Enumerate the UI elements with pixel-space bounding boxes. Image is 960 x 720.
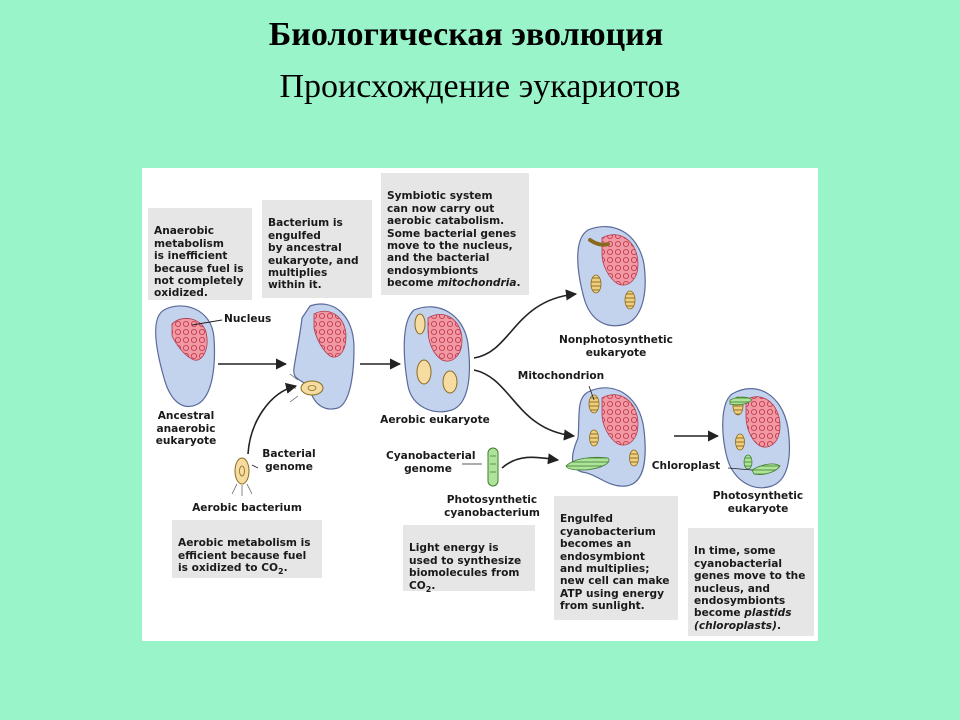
- ancestral-eukaryote-label: Ancestral anaerobic eukaryote: [155, 410, 217, 448]
- bacterial-genome-label: Bacterial genome: [262, 448, 316, 473]
- engulfing-cell: [286, 303, 355, 410]
- symbiotic-note: Symbiotic system can now carry out aerob…: [381, 173, 529, 295]
- nonphotosynthetic-cell: [577, 226, 646, 327]
- photosynthetic-eukaryote-cell: [722, 388, 791, 489]
- photosynthetic-eukaryote-label: Photosynthetic eukaryote: [712, 490, 804, 515]
- plastid-note: In time, some cyanobacterial genes move …: [688, 528, 814, 636]
- cyano-note: Engulfed cyanobacterium becomes an endos…: [554, 496, 678, 620]
- anaerobic-note: Anaerobic metabolism is inefficient beca…: [148, 208, 252, 300]
- chloroplast-label: Chloroplast: [651, 460, 721, 472]
- aerobic-bacterium-label: Aerobic bacterium: [192, 502, 302, 514]
- nucleus-label: Nucleus: [224, 313, 272, 325]
- photosynthetic-cyanobacterium-label: Photosynthetic cyanobacterium: [444, 494, 540, 519]
- evolution-diagram: [155, 226, 791, 496]
- mitochondrion-label: Mitochondrion: [517, 370, 605, 382]
- page-subtitle: Происхождение эукариотов: [279, 68, 681, 105]
- aerobic-eukaryote-cell: [403, 306, 471, 413]
- mito-eukaryote-cell: [565, 387, 646, 487]
- nonphotosynthetic-label: Nonphotosynthetic eukaryote: [559, 334, 673, 359]
- light-note: Light energy is used to synthesize biomo…: [403, 525, 535, 594]
- aerobic-bacterium: [231, 457, 253, 496]
- ancestral-cell: [155, 305, 216, 408]
- cyanobacterial-genome-label: Cyanobacterial genome: [386, 450, 476, 475]
- photosynthetic-cyanobacterium: [487, 447, 499, 487]
- page-title: Биологическая эволюция: [268, 16, 664, 53]
- aerobic-note: Aerobic metabolism is efficient because …: [172, 520, 322, 578]
- diagram-panel: Anaerobic metabolism is inefficient beca…: [142, 168, 818, 641]
- engulfed-note: Bacterium is engulfed by ancestral eukar…: [262, 200, 372, 298]
- aerobic-eukaryote-label: Aerobic eukaryote: [380, 414, 490, 426]
